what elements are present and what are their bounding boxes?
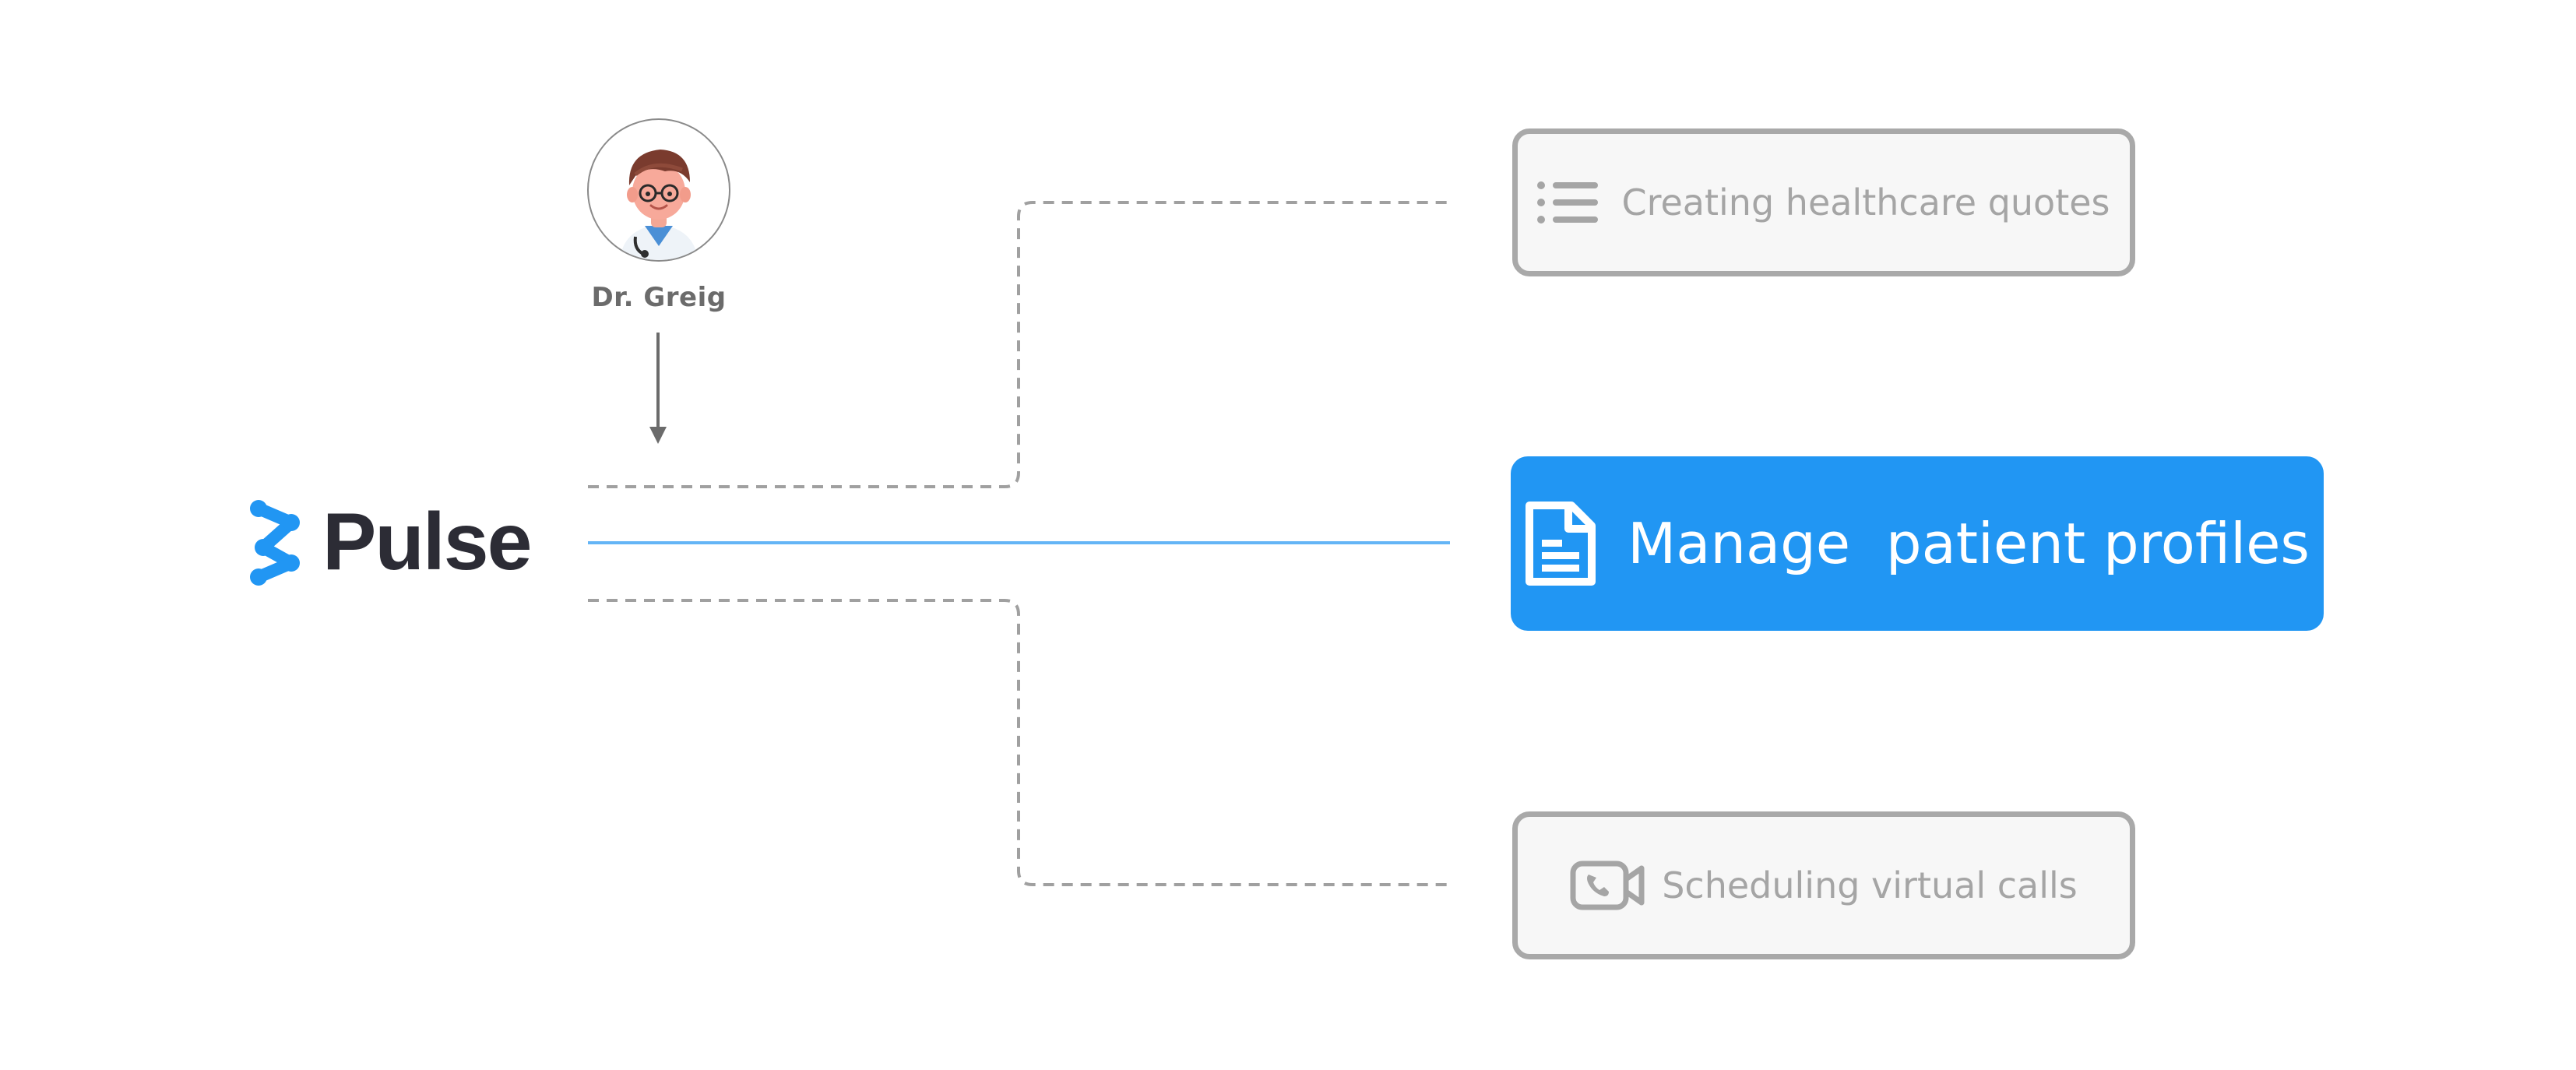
option-label-healthcare-quotes: Creating healthcare quotes (1621, 181, 2110, 224)
dashed-connector-top (588, 201, 1450, 488)
user-name: Dr. Greig (591, 282, 727, 313)
pulse-logo-icon (250, 500, 300, 586)
option-card-patient-profiles[interactable]: Manage patient profiles (1511, 456, 2324, 631)
document-icon (1526, 502, 1596, 586)
option-label-virtual-calls: Scheduling virtual calls (1662, 864, 2078, 906)
down-arrow-head (649, 427, 667, 444)
pulse-logo: Pulse (246, 495, 532, 589)
option-label-patient-profiles: Manage patient profiles (1628, 511, 2310, 576)
user-avatar (587, 118, 730, 262)
option-card-healthcare-quotes[interactable]: Creating healthcare quotes (1512, 128, 2135, 276)
dashed-connector-bottom (588, 599, 1450, 886)
list-icon (1537, 181, 1599, 224)
doctor-avatar-icon (620, 150, 698, 260)
option-card-virtual-calls[interactable]: Scheduling virtual calls (1512, 811, 2135, 959)
brand-name: Pulse (322, 497, 532, 587)
video-call-icon (1570, 861, 1645, 910)
